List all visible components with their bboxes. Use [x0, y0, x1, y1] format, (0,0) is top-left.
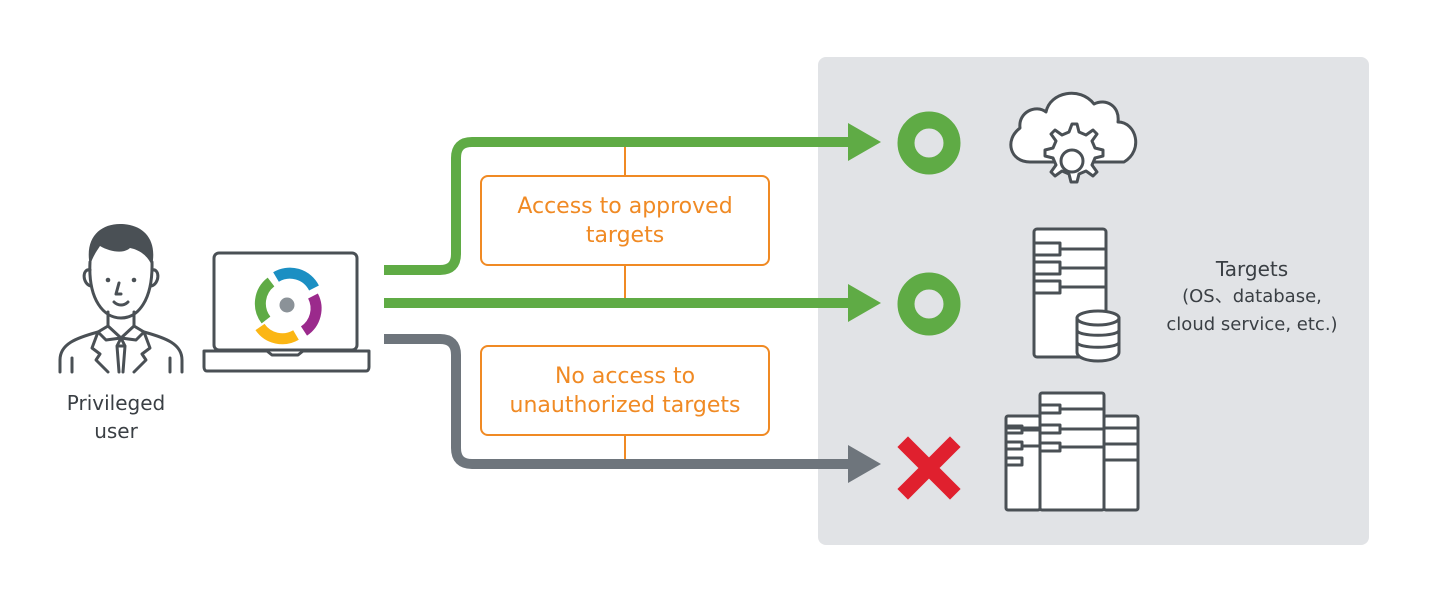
denied-cross-icon	[897, 436, 961, 500]
allowed-circle-icon	[897, 111, 961, 175]
cloud-gear-icon	[1009, 91, 1138, 184]
callout-approved-line2: targets	[585, 222, 665, 248]
targets-subtitle-line1: (OS、database,	[1182, 286, 1322, 307]
callout-denied-line1: No access to	[554, 363, 696, 389]
user-label-line1: Privileged	[66, 391, 166, 415]
callout-approved: Access to approved targets	[480, 175, 770, 266]
user-label: Privileged user	[40, 389, 192, 445]
server-rack-icon	[1004, 391, 1140, 512]
arrow-head	[848, 445, 881, 483]
server-database-icon	[1032, 227, 1121, 363]
arrow-head	[848, 123, 881, 161]
targets-title: Targets	[1215, 257, 1289, 281]
approved-flow-2	[384, 284, 881, 322]
denied-flow	[384, 334, 881, 483]
callout-denied-line2: unauthorized targets	[509, 392, 741, 418]
allowed-circle-icon	[897, 272, 961, 336]
targets-label: Targets (OS、database, cloud service, etc…	[1140, 255, 1364, 339]
callout-approved-line1: Access to approved	[517, 193, 733, 219]
approved-flow-1	[384, 123, 881, 275]
pam-app-logo-icon	[254, 267, 322, 345]
targets-subtitle-line2: cloud service, etc.)	[1166, 314, 1338, 335]
callout-denied: No access to unauthorized targets	[480, 345, 770, 436]
user-label-line2: user	[94, 419, 138, 443]
arrow-head	[848, 284, 881, 322]
person-icon	[58, 224, 184, 374]
